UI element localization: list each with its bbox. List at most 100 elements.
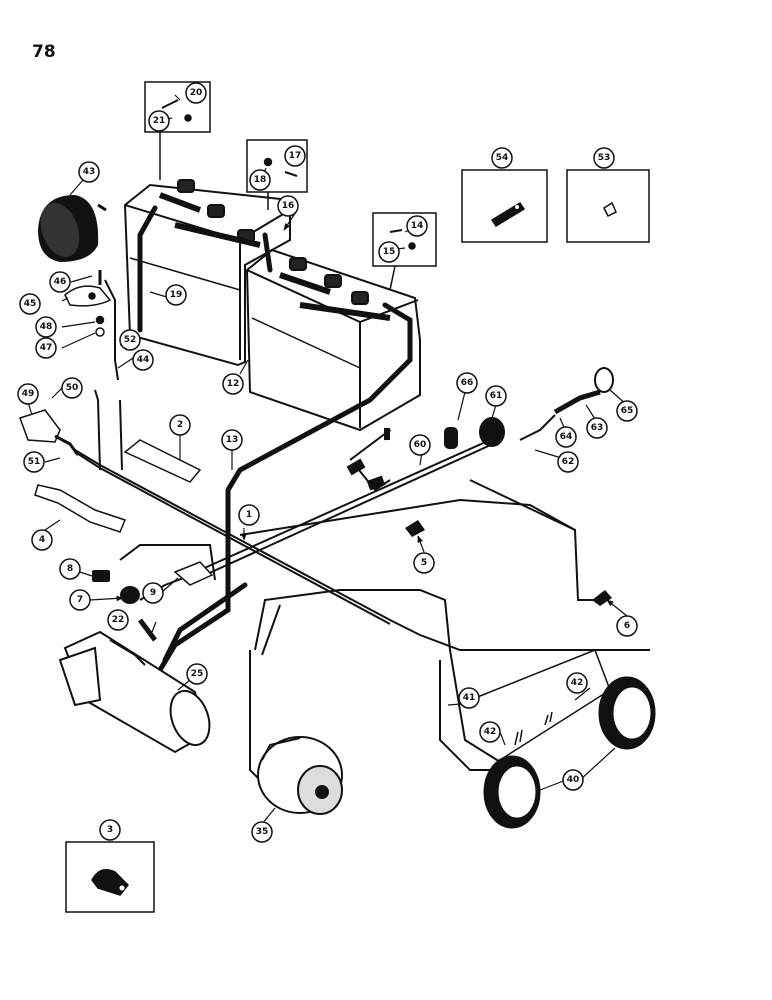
svg-text:46: 46 [54,277,67,287]
svg-text:41: 41 [463,693,476,703]
callout-19: 19 [165,284,187,306]
svg-text:8: 8 [67,564,73,574]
callout-65: 65 [616,400,638,422]
callout-42-left: 42 [479,721,501,743]
svg-text:65: 65 [621,406,634,416]
svg-text:9: 9 [150,588,156,598]
callout-20: 20 [185,82,207,104]
svg-text:15: 15 [383,247,396,257]
callout-3: 3 [99,819,121,841]
battery-right [245,248,421,432]
svg-text:51: 51 [28,457,41,467]
svg-text:60: 60 [414,440,427,450]
svg-text:12: 12 [227,379,240,389]
callout-16: 16 [277,195,299,217]
callout-21: 21 [148,110,170,132]
svg-text:52: 52 [124,335,137,345]
cable-clip [123,439,202,483]
callout-17: 17 [284,145,306,167]
svg-text:54: 54 [496,153,509,163]
svg-text:53: 53 [598,153,611,163]
callout-18: 18 [249,169,271,191]
svg-text:62: 62 [562,457,575,467]
floodlight-lamp [38,195,107,262]
callout-41: 41 [458,687,480,709]
svg-text:48: 48 [40,322,53,332]
svg-text:42: 42 [484,727,497,737]
callout-53: 53 [593,147,615,169]
callout-12: 12 [222,373,244,395]
callout-52: 52 [119,329,141,351]
callout-13: 13 [221,429,243,451]
svg-text:61: 61 [490,391,503,401]
callout-47: 47 [35,337,57,359]
svg-text:13: 13 [226,435,239,445]
lamp-plate [469,649,611,761]
callout-62: 62 [557,451,579,473]
pressure-switch [92,570,140,604]
callout-44: 44 [132,349,154,371]
svg-text:1: 1 [246,510,252,520]
svg-text:22: 22 [112,615,125,625]
callout-49: 49 [17,383,39,405]
callout-51: 51 [23,451,45,473]
callout-4: 4 [31,529,53,551]
battery-left [123,179,291,367]
svg-text:42: 42 [571,678,584,688]
svg-text:63: 63 [591,423,604,433]
svg-text:7: 7 [77,595,83,605]
svg-text:14: 14 [411,221,424,231]
svg-text:3: 3 [107,825,113,835]
svg-text:20: 20 [190,88,203,98]
sender-unit [592,590,612,606]
alternator [257,736,343,815]
callout-22: 22 [107,609,129,631]
callout-35: 35 [251,821,273,843]
svg-text:4: 4 [39,535,45,545]
callout-2: 2 [169,414,191,436]
callout-50: 50 [61,377,83,399]
callout-1: 1 [238,504,260,526]
light-switch [19,409,80,456]
callout-54: 54 [491,147,513,169]
callout-8: 8 [59,558,81,580]
connector [346,428,390,491]
svg-text:50: 50 [66,383,79,393]
callout-43: 43 [78,161,100,183]
svg-text:49: 49 [22,389,35,399]
svg-text:66: 66 [461,378,474,388]
svg-text:25: 25 [191,669,204,679]
callout-15: 15 [378,241,400,263]
svg-text:17: 17 [289,151,302,161]
callout-60: 60 [409,434,431,456]
inset-box-3 [65,841,155,913]
inset-box-53 [566,169,650,243]
page-number: 78 [32,42,56,62]
inset-box-54 [461,169,548,243]
battery-cables [137,205,413,673]
svg-text:16: 16 [282,201,295,211]
callout-42-right: 42 [566,672,588,694]
callout-63: 63 [586,417,608,439]
svg-text:40: 40 [567,775,580,785]
callouts: 1 2 3 4 5 6 7 8 9 12 13 14 15 16 17 18 1… [17,82,638,843]
svg-text:5: 5 [421,558,427,568]
svg-text:18: 18 [254,175,267,185]
starter-motor [58,618,211,754]
relay [173,561,214,586]
svg-text:6: 6 [624,621,630,631]
svg-text:64: 64 [560,432,573,442]
callout-7: 7 [69,589,91,611]
lamp-bracket [64,270,112,337]
callout-40: 40 [562,769,584,791]
callout-25: 25 [186,663,208,685]
harness-bracket [34,484,127,533]
svg-text:43: 43 [83,167,96,177]
svg-text:2: 2 [177,420,183,430]
svg-text:21: 21 [153,116,166,126]
ignition-switch [444,367,614,449]
callout-6: 6 [616,615,638,637]
callout-14: 14 [406,215,428,237]
svg-text:45: 45 [24,299,37,309]
